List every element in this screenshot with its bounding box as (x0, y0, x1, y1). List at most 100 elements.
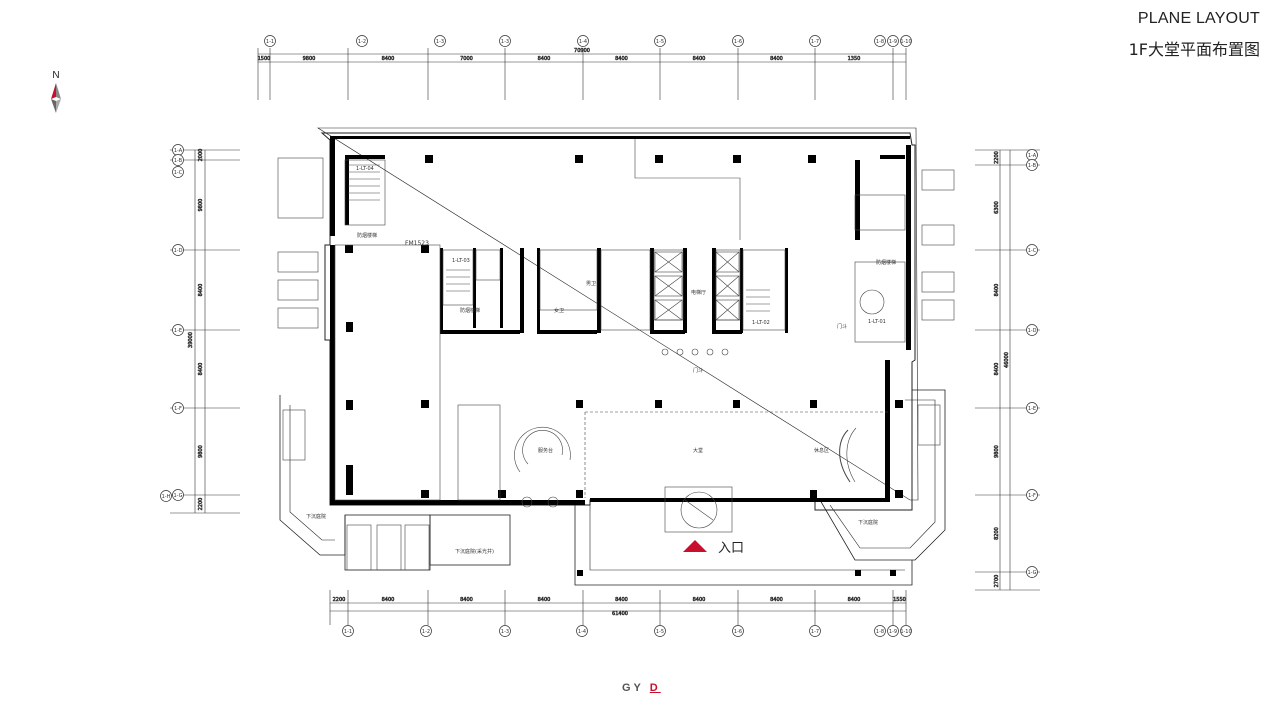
bottom-axis-9-circle (900, 625, 912, 637)
label-fire-stair-a: 防烟楼梯 (357, 232, 377, 239)
top-axis-7-circle (809, 35, 821, 47)
top-axis-9-circle (887, 35, 899, 47)
left-axis-5: 1-F (174, 406, 182, 412)
top-axis-6-circle (732, 35, 744, 47)
top-axis-4: 1-4 (579, 39, 587, 45)
left-dim-4: 9800 (198, 445, 204, 458)
top-axis-5-circle (654, 35, 666, 47)
top-dim-5: 8400 (615, 56, 628, 62)
bottom-dim-3: 8400 (538, 597, 551, 603)
top-axis-7: 1-7 (811, 39, 819, 45)
entrance-label: 入口 (718, 541, 745, 556)
label-stair-tag-b: 1-LT-03 (452, 258, 470, 264)
left-axis-6-circle (172, 489, 184, 501)
right-total: 46000 (1004, 352, 1010, 368)
bottom-axis-2-circle (499, 625, 511, 637)
label-air-shaft: 下沉庭院 (306, 513, 326, 520)
top-dim-7: 8400 (770, 56, 783, 62)
bottom-axis-9: 1-10 (900, 629, 911, 635)
label-lounge: 休息区 (814, 447, 829, 454)
bottom-dim-1: 8400 (382, 597, 395, 603)
top-axis-9: 1-9 (889, 39, 897, 45)
left-axis-1-circle (172, 154, 184, 166)
interior-partitions (277, 139, 955, 571)
top-dim-1: 9800 (303, 56, 316, 62)
bottom-axis-2: 1-3 (501, 629, 509, 635)
bottom-axis-7-circle (874, 625, 886, 637)
bottom-axis-4-circle (654, 625, 666, 637)
label-stair-tag-d: 1-LT-01 (868, 319, 886, 325)
title-english: PLANE LAYOUT (1137, 10, 1260, 27)
right-axis-6-circle (1026, 566, 1038, 578)
bottom-dim-7: 8400 (848, 597, 861, 603)
right-axis-4-circle (1026, 402, 1038, 414)
label-fm: FM1523 (405, 240, 429, 247)
right-dim-6: 2700 (994, 575, 1000, 588)
bottom-dim-0: 2200 (333, 597, 346, 603)
dimension-lines: 1500 9800 8400 7000 8400 8400 8400 8400 1350 7090… (170, 48, 1040, 625)
label-door-a: 门斗 (693, 367, 703, 374)
left-axis-3-circle (172, 244, 184, 256)
bottom-dim-2: 8400 (460, 597, 473, 603)
bottom-dim-5: 8400 (693, 597, 706, 603)
label-reception: 服务台 (538, 447, 553, 454)
right-axis-0: 1-A (1028, 153, 1037, 159)
bottom-axis-5-circle (732, 625, 744, 637)
left-dim-5: 2200 (198, 498, 204, 511)
top-axis-6: 1-6 (734, 39, 742, 45)
top-dim-3: 7000 (460, 56, 473, 62)
left-dim-3: 8400 (198, 363, 204, 376)
right-axis-3-circle (1026, 324, 1038, 336)
label-stair-tag-c: 1-LT-02 (752, 320, 770, 326)
top-dim-8: 1350 (848, 56, 861, 62)
bottom-total: 61400 (612, 611, 628, 617)
right-dim-5: 8200 (994, 527, 1000, 540)
left-axis-7-circle (160, 490, 172, 502)
bottom-axis-0-circle (342, 625, 354, 637)
bottom-axis-8-circle (887, 625, 899, 637)
bottom-dim-4: 8400 (615, 597, 628, 603)
right-axis-3: 1-D (1028, 328, 1037, 334)
top-axis-0-circle (264, 35, 276, 47)
top-dim-4: 8400 (538, 56, 551, 62)
left-axis-3: 1-D (174, 248, 183, 254)
top-axis-0: 1-1 (266, 39, 274, 45)
structural-walls (330, 136, 911, 576)
top-dim-0: 1500 (258, 56, 271, 62)
right-axis-6: 1-G (1027, 570, 1036, 576)
top-dim-2: 8400 (382, 56, 395, 62)
north-arrow-icon (51, 83, 61, 113)
top-total: 70900 (574, 48, 590, 54)
right-axis-1: 1-B (1028, 163, 1037, 169)
bottom-dim-6: 8400 (770, 597, 783, 603)
north-label: N (52, 70, 60, 81)
label-air-shaft-b: 下沉庭院 (858, 519, 878, 526)
top-axis-4-circle (577, 35, 589, 47)
right-axis-5: 1-F (1028, 493, 1036, 499)
logo-accent: D (649, 682, 661, 694)
bottom-axis-6: 1-7 (811, 629, 819, 635)
label-stair-tag-a: 1-LT-04 (356, 166, 374, 172)
bottom-axis-1: 1-2 (422, 629, 430, 635)
left-axis-4: 1-E (174, 328, 182, 334)
logo-prefix: GY (622, 682, 650, 694)
left-axis-4-circle (172, 324, 184, 336)
right-axis-2-circle (1026, 244, 1038, 256)
top-axis-5: 1-5 (656, 39, 664, 45)
left-axis-5-circle (172, 402, 184, 414)
left-axis-2-circle (172, 166, 184, 178)
left-total: 39000 (188, 332, 194, 348)
top-dim-6: 8400 (693, 56, 706, 62)
top-axis-1-circle (356, 35, 368, 47)
company-logo: GY D (622, 682, 661, 694)
left-dim-2: 8400 (198, 284, 204, 297)
right-axis-2: 1-C (1028, 248, 1037, 254)
right-dim-3: 8400 (994, 363, 1000, 376)
label-female-wc: 女卫 (554, 307, 564, 314)
top-axis-8: 1-8 (876, 39, 884, 45)
top-axis-2: 1-3 (436, 39, 444, 45)
label-elevator-hall: 电梯厅 (691, 289, 706, 296)
label-door-b: 门斗 (837, 323, 847, 330)
left-axis-2: 1-C (174, 170, 183, 176)
